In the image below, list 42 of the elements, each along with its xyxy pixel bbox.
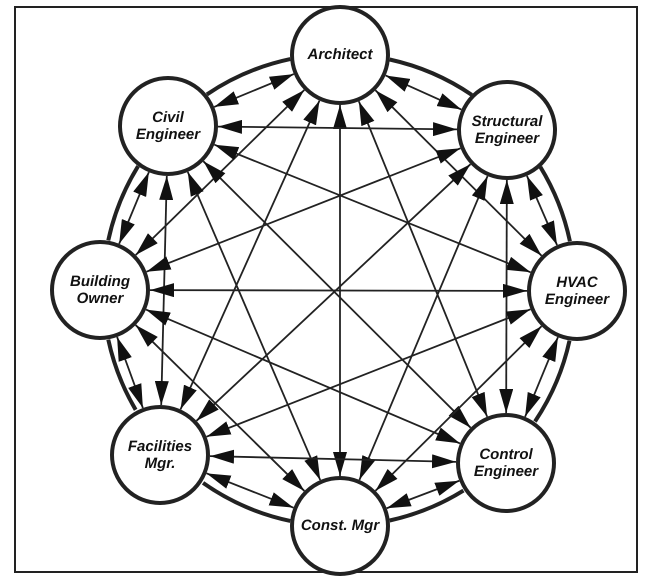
arrow (385, 74, 462, 110)
role-label: Architect (307, 46, 373, 64)
arrow (154, 176, 174, 406)
role-label: Building Owner (69, 272, 131, 308)
arrow (180, 100, 320, 410)
arrow (214, 144, 531, 274)
ring-arc (206, 57, 291, 96)
ring-arc (533, 340, 572, 422)
arrow (526, 176, 558, 246)
ring-arc (106, 339, 138, 411)
arrow (135, 324, 305, 492)
ring-arc (202, 481, 291, 523)
arrow (118, 172, 150, 244)
arrow (214, 73, 294, 108)
arrow (218, 120, 458, 136)
arrow (499, 180, 514, 413)
arrow (150, 283, 527, 298)
role-label: Control Engineer (472, 446, 540, 480)
arrow (374, 90, 542, 256)
arrow (358, 176, 488, 480)
arrow (146, 308, 460, 444)
arrow (116, 336, 144, 408)
arrow (135, 89, 305, 256)
arrow (374, 326, 542, 492)
arrow (146, 147, 461, 273)
ring-arc (389, 488, 464, 522)
ring-arc (538, 166, 572, 242)
arrow (386, 480, 460, 510)
role-label: Structural Engineer (470, 112, 544, 148)
role-label: Facilities Mgr. (126, 438, 194, 472)
ring-arc (389, 58, 473, 97)
arrow (210, 450, 456, 468)
role-label: Const. Mgr (300, 517, 380, 535)
role-label: Civil Engineer (134, 108, 202, 144)
arrow (358, 100, 488, 418)
ring-arc (106, 165, 140, 241)
role-label: HVAC Engineer (544, 274, 611, 308)
arrow (186, 172, 322, 480)
arrow (333, 105, 347, 476)
arrow (206, 308, 531, 438)
arrow (524, 336, 559, 418)
arrow (206, 472, 294, 508)
